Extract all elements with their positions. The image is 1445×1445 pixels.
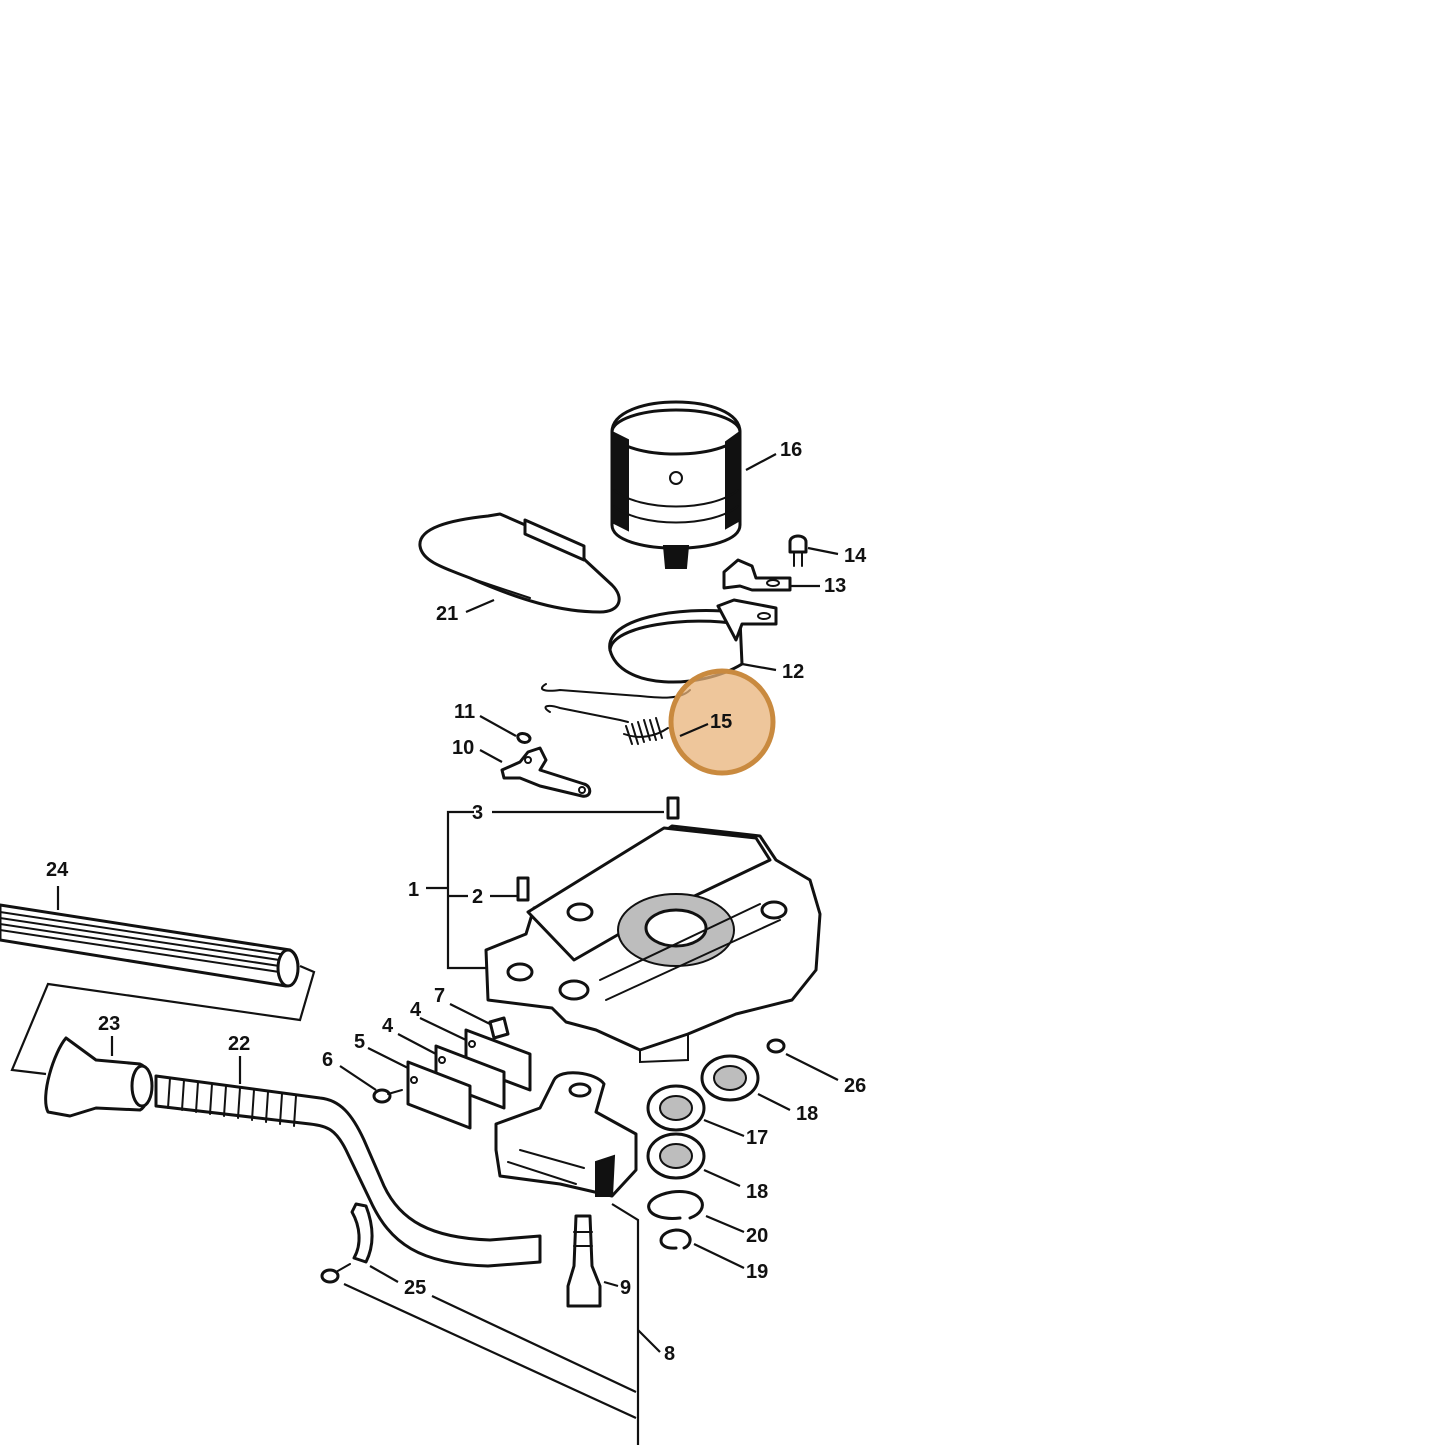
callout-15: 15 bbox=[710, 711, 732, 733]
part-1-gear-housing bbox=[484, 824, 822, 1064]
callout-19: 19 bbox=[746, 1261, 768, 1283]
part-17-18-bearings bbox=[646, 1054, 760, 1180]
part-21-cover-plate bbox=[418, 512, 621, 614]
callout-4a: 4 bbox=[410, 999, 422, 1021]
part-15-springs bbox=[541, 683, 691, 745]
callout-11: 11 bbox=[454, 701, 475, 723]
part-4-5-plates bbox=[406, 1028, 532, 1130]
part-23-funnel bbox=[44, 1036, 154, 1118]
part-13-bracket bbox=[722, 558, 792, 592]
callout-12: 12 bbox=[782, 661, 804, 683]
part-11-clip bbox=[516, 732, 532, 744]
callout-7: 7 bbox=[434, 985, 445, 1007]
callout-8: 8 bbox=[664, 1343, 675, 1365]
part-2-pin bbox=[516, 876, 530, 902]
callout-23: 23 bbox=[98, 1013, 120, 1035]
callout-18a: 18 bbox=[796, 1103, 818, 1125]
callout-21: 21 bbox=[436, 603, 458, 625]
callout-5: 5 bbox=[354, 1031, 365, 1053]
callout-24: 24 bbox=[46, 859, 69, 881]
part-16-clutch-drum bbox=[610, 400, 742, 569]
callout-25: 25 bbox=[404, 1277, 426, 1299]
callout-26: 26 bbox=[844, 1075, 866, 1097]
callout-10: 10 bbox=[452, 737, 474, 759]
part-8-gear-head bbox=[494, 1071, 638, 1198]
part-26-nut bbox=[766, 1038, 786, 1054]
callout-17: 17 bbox=[746, 1127, 768, 1149]
leader-lines bbox=[10, 453, 839, 1445]
callout-18b: 18 bbox=[746, 1181, 768, 1203]
part-9-bolt bbox=[566, 1214, 602, 1308]
part-3-pin bbox=[666, 796, 680, 820]
callout-22: 22 bbox=[228, 1033, 250, 1055]
callout-3: 3 bbox=[472, 802, 483, 824]
highlight-circle bbox=[668, 668, 776, 776]
callout-2: 2 bbox=[472, 886, 483, 908]
callout-16: 16 bbox=[780, 439, 802, 461]
callout-labels: 16 14 13 21 12 15 11 10 3 1 2 24 7 4 4 5… bbox=[46, 439, 867, 1365]
part-6-screw bbox=[372, 1088, 403, 1104]
callout-13: 13 bbox=[824, 575, 846, 597]
part-19-20-circlips bbox=[647, 1190, 704, 1250]
callout-6: 6 bbox=[322, 1049, 333, 1071]
callout-4b: 4 bbox=[382, 1015, 394, 1037]
part-12-brake-band bbox=[608, 598, 778, 684]
part-10-lever bbox=[500, 746, 592, 798]
part-25-clamp bbox=[320, 1202, 374, 1284]
callout-20: 20 bbox=[746, 1225, 768, 1247]
part-14-screw bbox=[788, 534, 808, 567]
part-22-hose bbox=[154, 1074, 542, 1268]
part-24-shaft-tube bbox=[0, 903, 300, 988]
callout-9: 9 bbox=[620, 1277, 631, 1299]
part-7-nut bbox=[488, 1016, 510, 1040]
callout-14: 14 bbox=[844, 545, 867, 567]
callout-1: 1 bbox=[408, 879, 419, 901]
